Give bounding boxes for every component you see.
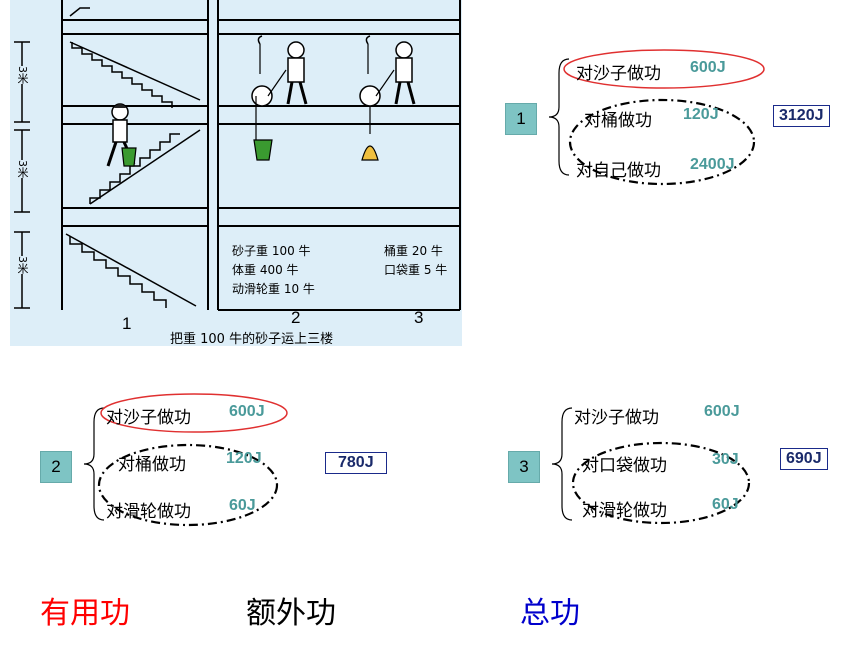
method-label-3: 3 <box>414 308 424 327</box>
group2-row1-value: 600J <box>229 403 265 420</box>
height-label-top: 3米 <box>14 66 30 84</box>
group3-brace <box>551 407 573 521</box>
weight-bucket: 桶重 20 牛 <box>384 244 443 258</box>
boy-climbing-figure <box>106 103 137 167</box>
weight-pulley: 动滑轮重 10 牛 <box>232 282 315 296</box>
pulley-system-3 <box>359 35 416 161</box>
height-label-middle: 3米 <box>14 160 30 178</box>
group2-row3-label: 对滑轮做功 <box>106 502 191 522</box>
group2-useful-ellipse <box>100 393 288 433</box>
building-illustration <box>10 0 462 346</box>
legend-extra-work: 额外功 <box>246 596 336 631</box>
pulley-system-2 <box>251 35 308 161</box>
group1-row1-label: 对沙子做功 <box>576 64 661 84</box>
weight-body: 体重 400 牛 <box>232 263 299 277</box>
group3-total: 690J <box>780 448 828 470</box>
group3-row2-label: 对口袋做功 <box>582 456 667 476</box>
group2-row2-value: 120J <box>226 450 262 467</box>
legend-useful-work: 有用功 <box>40 596 130 631</box>
method-label-2: 2 <box>291 308 301 327</box>
stairs-top <box>69 41 201 108</box>
group2-number-badge: 2 <box>40 451 72 483</box>
group1-row2-label: 对桶做功 <box>584 111 652 131</box>
legend-total-work: 总功 <box>520 596 580 631</box>
group2-row3-value: 60J <box>229 497 256 514</box>
group2-extra-ellipse <box>97 443 279 527</box>
group2-row2-label: 对桶做功 <box>118 455 186 475</box>
group3-number-badge: 3 <box>508 451 540 483</box>
group1-row2-value: 120J <box>683 106 719 123</box>
group1-useful-ellipse <box>563 49 765 89</box>
height-label-bottom: 3米 <box>14 256 30 274</box>
group3-row1-label: 对沙子做功 <box>574 408 659 428</box>
group3-row1-value: 600J <box>704 403 740 420</box>
group1-number-badge: 1 <box>505 103 537 135</box>
group2-brace <box>83 407 105 521</box>
group1-row1-value: 600J <box>690 59 726 76</box>
group3-row2-value: 30J <box>712 451 739 468</box>
group2-row1-label: 对沙子做功 <box>106 408 191 428</box>
weight-sand: 砂子重 100 牛 <box>232 244 311 258</box>
group1-row3-label: 对自己做功 <box>576 161 661 181</box>
method-label-1: 1 <box>122 314 132 333</box>
group3-row3-label: 对滑轮做功 <box>582 501 667 521</box>
group1-brace <box>548 58 570 176</box>
group2-total: 780J <box>325 452 387 474</box>
group3-row3-value: 60J <box>712 496 739 513</box>
group1-row3-value: 2400J <box>690 156 735 173</box>
weight-bag: 口袋重 5 牛 <box>384 263 448 277</box>
group1-extra-ellipse <box>568 98 756 186</box>
group1-total: 3120J <box>773 105 830 127</box>
illustration-caption: 把重 100 牛的砂子运上三楼 <box>170 332 334 347</box>
stairs-bottom <box>65 233 197 308</box>
group3-extra-ellipse <box>571 441 751 525</box>
